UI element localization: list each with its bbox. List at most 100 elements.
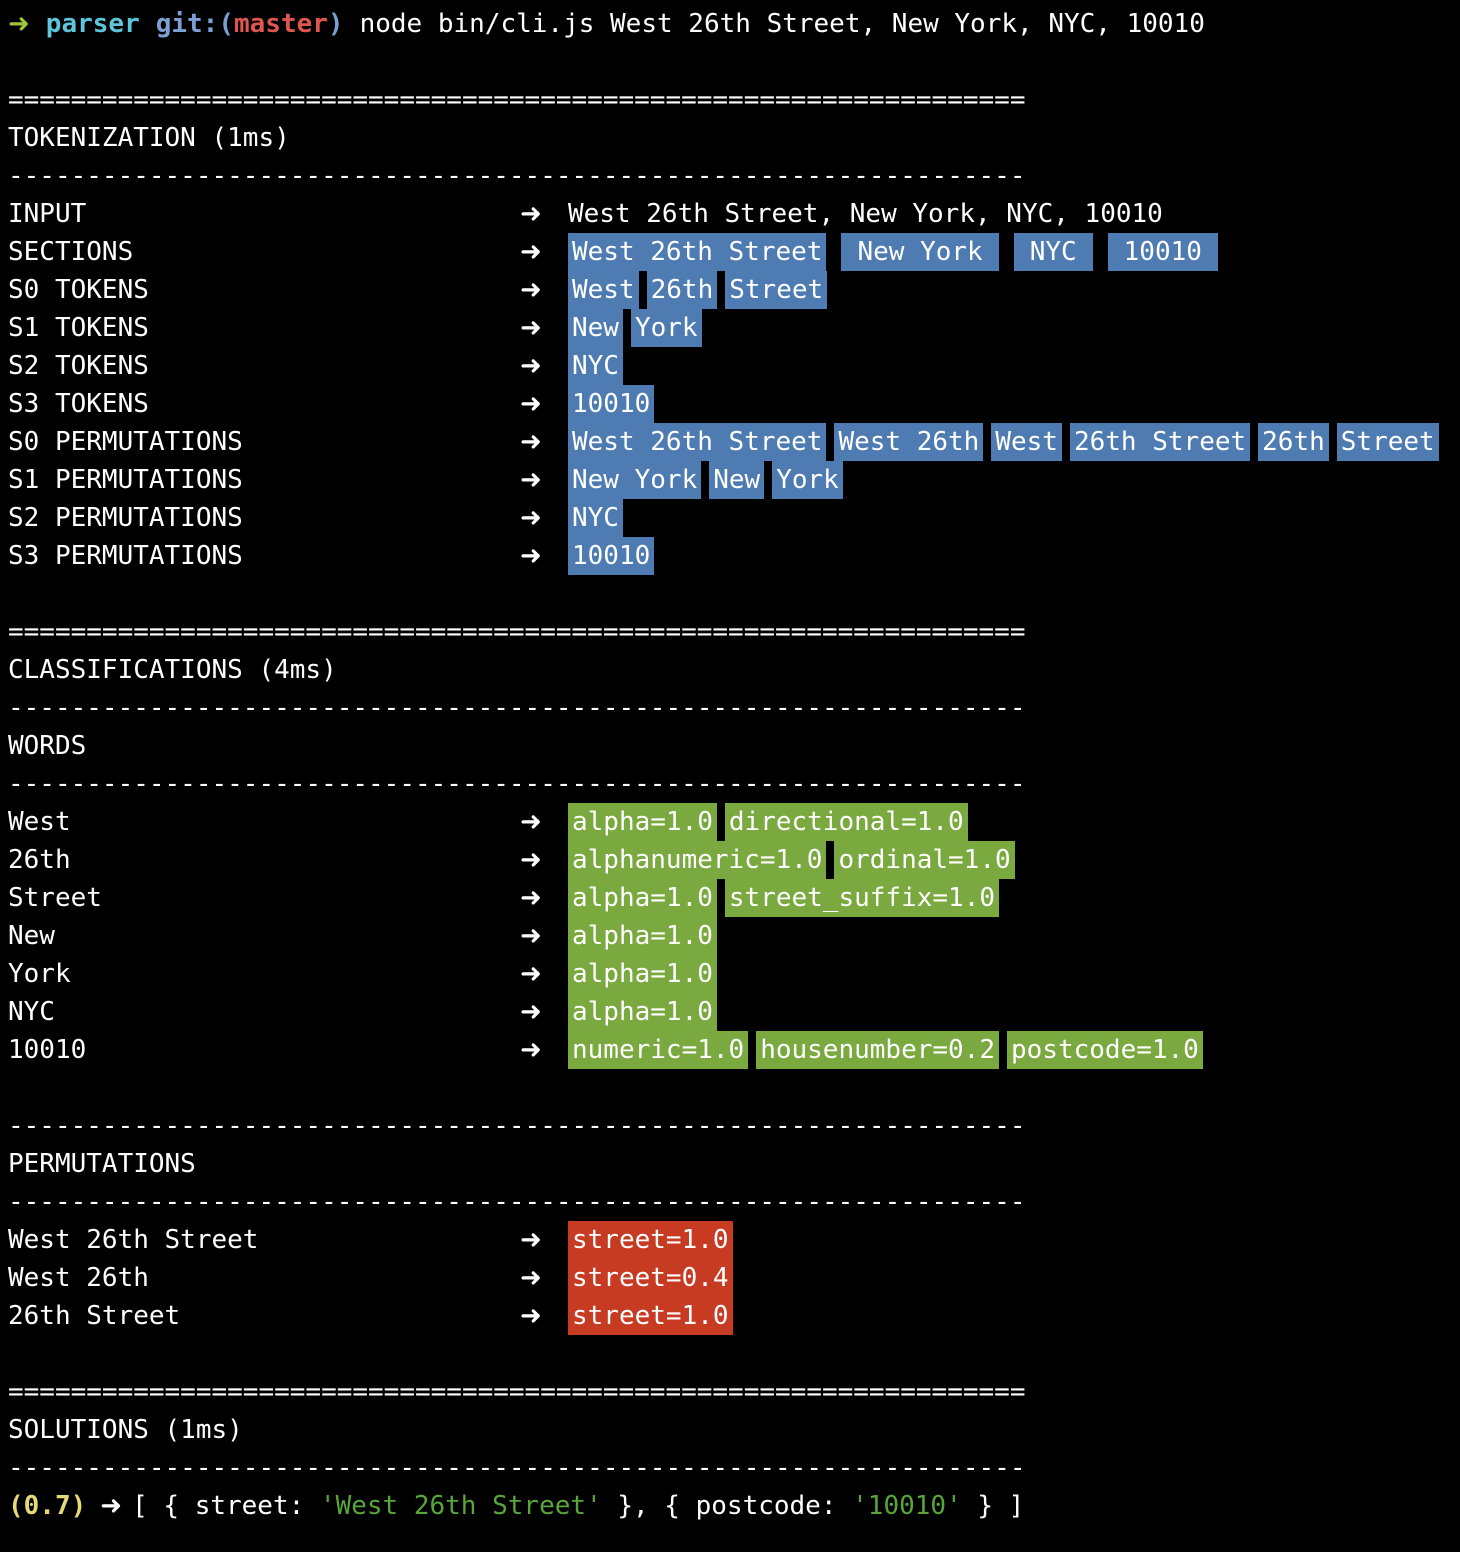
row-label: S3 PERMUTATIONS	[8, 541, 243, 571]
highlight-chip: alpha=1.0	[568, 803, 717, 841]
arrow-icon: ➜	[520, 199, 542, 229]
highlight-chip: Street	[1336, 423, 1439, 461]
row-value: street=1.0	[568, 1221, 1460, 1259]
arrow-icon: ➜	[520, 997, 542, 1027]
highlight-chip: New	[568, 309, 623, 347]
git-suffix: )	[327, 9, 344, 39]
row-value: West 26th Street, New York, NYC, 10010	[568, 195, 1460, 233]
highlight-chip: York	[630, 309, 702, 347]
data-row: S3 TOKENS➜10010	[8, 385, 1460, 423]
permutations-subtitle: PERMUTATIONS	[8, 1149, 196, 1179]
blank-line	[8, 43, 1460, 81]
highlight-chip: 26th	[1258, 423, 1329, 461]
highlight-chip: 26th	[646, 271, 718, 309]
arrow-icon: ➜	[520, 1035, 542, 1065]
separator-dash: ----------------------------------------…	[8, 161, 1026, 191]
highlight-chip: West	[568, 271, 639, 309]
prompt-directory: parser	[45, 9, 140, 39]
highlight-chip: street=0.4	[568, 1259, 733, 1297]
highlight-chip: street=1.0	[568, 1221, 733, 1259]
solution-string: '10010'	[852, 1491, 962, 1521]
command-text: node bin/cli.js West 26th Street, New Yo…	[359, 9, 1205, 39]
data-row: S3 PERMUTATIONS➜10010	[8, 537, 1460, 575]
solution-line: (0.7) ➜ [ { street: 'West 26th Street' }…	[8, 1487, 1460, 1525]
highlight-chip: 10010	[568, 537, 655, 575]
classifications-title: CLASSIFICATIONS (4ms)	[8, 655, 337, 685]
separator-dash: ----------------------------------------…	[8, 1111, 1026, 1141]
row-label: S2 PERMUTATIONS	[8, 503, 243, 533]
row-value: alpha=1.0	[568, 917, 1460, 955]
row-label: 26th Street	[8, 1301, 181, 1331]
arrow-icon: ➜	[520, 1301, 542, 1331]
row-value: 10010	[568, 385, 1460, 423]
arrow-icon: ➜	[520, 237, 542, 267]
data-row: NYC ➜ alpha=1.0	[8, 993, 1460, 1031]
row-label: New	[8, 921, 55, 951]
arrow-icon: ➜	[520, 845, 542, 875]
row-value: alpha=1.0	[568, 955, 1460, 993]
arrow-icon: ➜	[520, 275, 542, 305]
data-row: S2 PERMUTATIONS➜NYC	[8, 499, 1460, 537]
highlight-chip: street=1.0	[568, 1297, 733, 1335]
highlight-chip: alpha=1.0	[568, 879, 717, 917]
row-value: NYC	[568, 347, 1460, 385]
highlight-chip: New	[709, 461, 765, 499]
highlight-chip: West 26th Street	[568, 233, 827, 271]
plain-value: West 26th Street, New York, NYC, 10010	[568, 199, 1163, 229]
solution-syntax: }, { postcode:	[601, 1491, 853, 1521]
highlight-chip: New York	[841, 233, 999, 271]
row-label: SECTIONS	[8, 237, 134, 267]
blank-line	[8, 1335, 1460, 1373]
highlight-chip: West	[991, 423, 1062, 461]
row-value: NYC	[568, 499, 1460, 537]
separator-dash: ----------------------------------------…	[8, 693, 1026, 723]
highlight-chip: West 26th	[834, 423, 984, 461]
highlight-chip: 26th Street	[1069, 423, 1251, 461]
row-label: S0 TOKENS	[8, 275, 149, 305]
row-label: West	[8, 807, 71, 837]
separator-dash: ----------------------------------------…	[8, 769, 1026, 799]
row-label: 26th	[8, 845, 71, 875]
highlight-chip: numeric=1.0	[568, 1031, 749, 1069]
highlight-chip: postcode=1.0	[1007, 1031, 1203, 1069]
highlight-chip: directional=1.0	[724, 803, 968, 841]
arrow-icon: ➜	[520, 807, 542, 837]
solution-result: [ { street: 'West 26th Street' }, { post…	[132, 1487, 1024, 1525]
data-row: West 26th➜street=0.4	[8, 1259, 1460, 1297]
row-value: street=1.0	[568, 1297, 1460, 1335]
words-subtitle: WORDS	[8, 731, 87, 761]
highlight-chip: alpha=1.0	[568, 955, 717, 993]
data-row: INPUT➜West 26th Street, New York, NYC, 1…	[8, 195, 1460, 233]
arrow-icon: ➜	[520, 351, 542, 381]
row-label: S1 PERMUTATIONS	[8, 465, 243, 495]
separator-double: ========================================…	[8, 1377, 1026, 1407]
prompt-arrow-icon: ➜	[8, 9, 30, 39]
arrow-icon: ➜	[520, 883, 542, 913]
highlight-chip: ordinal=1.0	[834, 841, 1015, 879]
row-label: NYC	[8, 997, 55, 1027]
git-prefix: git:(	[155, 9, 234, 39]
arrow-icon: ➜	[520, 389, 542, 419]
data-row: West 26th Street➜street=1.0	[8, 1221, 1460, 1259]
data-row: New➜alpha=1.0	[8, 917, 1460, 955]
arrow-icon: ➜	[520, 465, 542, 495]
highlight-chip: housenumber=0.2	[756, 1031, 999, 1069]
arrow-icon: ➜	[520, 1225, 542, 1255]
highlight-chip: Street	[725, 271, 828, 309]
row-value: alpha=1.0	[568, 993, 1460, 1031]
arrow-icon: ➜	[520, 959, 542, 989]
